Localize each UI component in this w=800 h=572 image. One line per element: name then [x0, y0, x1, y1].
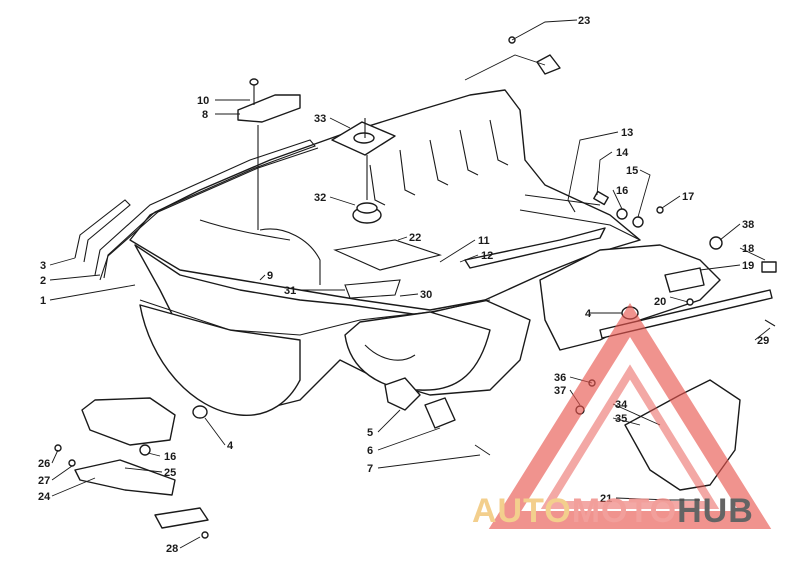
callout-27: 27: [38, 475, 50, 487]
callout-34: 34: [615, 399, 628, 411]
watermark-triangle-icon: [488, 303, 772, 529]
left-rails: [74, 139, 319, 281]
callout-29: 29: [757, 335, 769, 347]
callout-25: 25: [164, 467, 176, 479]
callout-37: 37: [554, 385, 566, 397]
top-bracket: [237, 78, 301, 230]
callout-13: 13: [621, 127, 633, 139]
callout-4-left: 4: [227, 440, 234, 452]
callout-33: 33: [314, 113, 326, 125]
callout-32: 32: [314, 192, 326, 204]
callout-12: 12: [481, 250, 493, 262]
callout-3: 3: [40, 260, 46, 272]
leader-lines: [49, 19, 771, 549]
callout-8: 8: [202, 109, 208, 121]
callout-10: 10: [197, 95, 209, 107]
callout-24: 24: [38, 491, 51, 503]
callout-23: 23: [578, 15, 590, 27]
callout-35: 35: [615, 413, 627, 425]
watermark-auto: AUTO: [472, 492, 572, 530]
callout-38: 38: [742, 219, 754, 231]
callout-19: 19: [742, 260, 754, 272]
watermark: AUTOMOTOHUB: [472, 303, 772, 530]
callout-6: 6: [367, 445, 373, 457]
callout-5: 5: [367, 427, 373, 439]
callout-7: 7: [367, 463, 373, 475]
plate-and-grommet: [331, 118, 396, 224]
bracket-5-6: [384, 377, 491, 456]
side-strip: [464, 227, 606, 269]
callout-11: 11: [478, 235, 490, 247]
callout-16-top: 16: [616, 185, 628, 197]
callout-4-right: 4: [585, 308, 592, 320]
callout-26: 26: [38, 458, 50, 470]
callout-9: 9: [267, 270, 273, 282]
callout-15: 15: [626, 165, 638, 177]
callout-labels: 23 10 8 33 13 14 15 16 17 32 22 11 12 38…: [38, 15, 769, 555]
watermark-hub: HUB: [677, 492, 754, 530]
watermark-text: AUTOMOTOHUB: [472, 492, 754, 530]
callout-16-bottom: 16: [164, 451, 176, 463]
part-23: [464, 36, 561, 81]
callout-30: 30: [420, 289, 432, 301]
watermark-moto: MOTO: [572, 492, 677, 530]
callout-36: 36: [554, 372, 566, 384]
callout-1: 1: [40, 295, 46, 307]
callout-28: 28: [166, 543, 178, 555]
callout-20: 20: [654, 296, 666, 308]
callout-18: 18: [742, 243, 754, 255]
callout-14: 14: [616, 147, 629, 159]
callout-17: 17: [682, 191, 694, 203]
skid-assembly: [54, 397, 209, 539]
callout-2: 2: [40, 275, 46, 287]
callout-31: 31: [284, 285, 296, 297]
callout-22: 22: [409, 232, 421, 244]
